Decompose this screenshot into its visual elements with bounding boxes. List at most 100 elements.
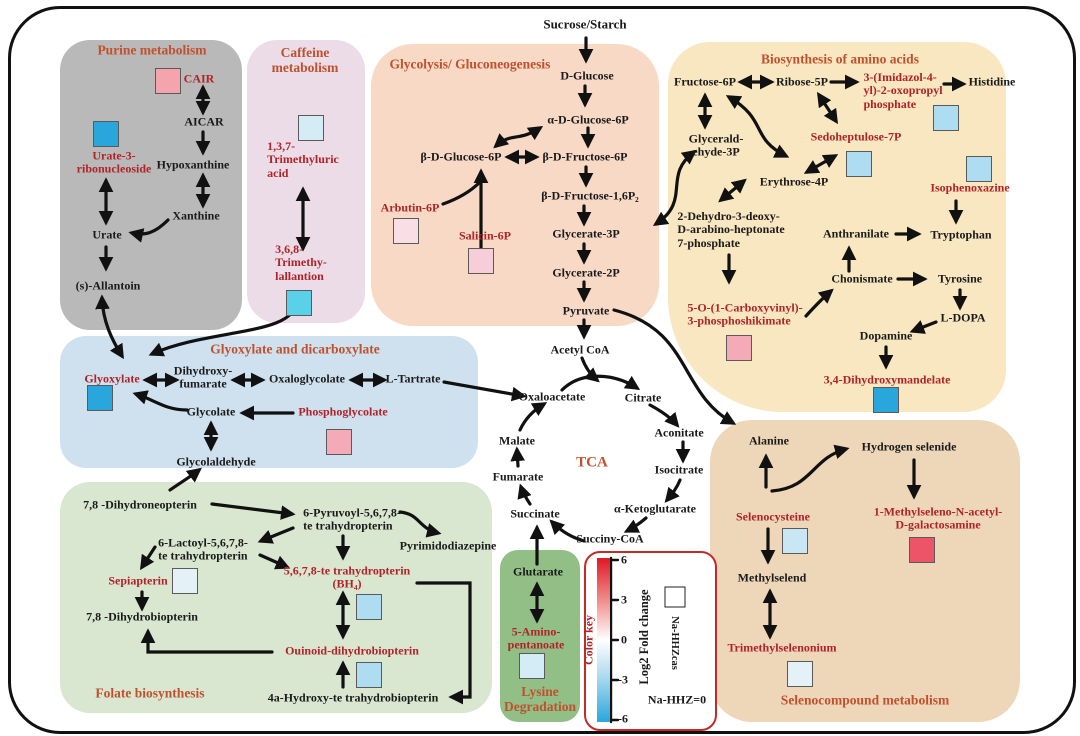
node-hydrogen-selenide: Hydrogen selenide [861, 439, 957, 454]
legend-note: Na-HHZ=0 [647, 692, 707, 707]
node-pyrimidodiazepine: Pyrimidodiazepine [399, 538, 497, 553]
node-bh4-trahydropterin: 5,6,7,8-te trahydropterin (BH₄) [283, 563, 411, 591]
salicin-6p-indicator [468, 248, 494, 274]
node-hypoxanthine: Hypoxanthine [156, 157, 230, 172]
node-sedoheptulose-7p: Sedoheptulose-7P [810, 129, 902, 144]
figure-border [8, 6, 1076, 734]
node-oxaloacetate: Oxaloacetate [518, 389, 586, 404]
legend-color-key-label: Color key [581, 614, 596, 666]
region-selenocompound-metabolism [710, 420, 1020, 722]
sedoheptulose-7p-indicator [846, 151, 872, 177]
glyoxylate-indicator [87, 385, 113, 411]
node-fructose-6p: Fructose-6P [674, 74, 736, 89]
legend-sample-indicator [664, 586, 686, 608]
cair-indicator [155, 68, 181, 94]
node-glyoxylate: Glyoxylate [84, 371, 140, 386]
selenocysteine-indicator [782, 528, 808, 554]
arbutin-6p-indicator [393, 218, 419, 244]
node-alanine: Alanine [748, 433, 790, 448]
sepiapterin-indicator [172, 568, 198, 594]
glyoxylate-title: Glyoxylate and dicarboxylate [210, 341, 380, 357]
node-trimethylallantion: 3,6,8- Trimethy- lallantion [275, 241, 327, 283]
node-sepiapterin: Sepiapterin [108, 573, 168, 588]
aminopentanoate-indicator [519, 653, 545, 679]
phosphoglycolate-indicator [326, 429, 352, 455]
node-alpha-d-glucose-6p: α-D-Glucose-6P [547, 112, 629, 127]
bh4-indicator [356, 594, 382, 620]
node-aicar: AICAR [184, 114, 224, 129]
node-hydroxy-trahydrobiopterin: 4a-Hydroxy-te trahydrobiopterin [267, 690, 439, 705]
node-erythrose-4p: Erythrose-4P [759, 174, 829, 189]
node-beta-d-glucose-6p: β-D-Glucose-6P [420, 149, 502, 164]
node-a-ketoglutarate: α-Ketoglutarate [613, 501, 697, 516]
node-pyruvoyl-trahydropterin: 6-Pyruvoyl-5,6,7,8- te trahydropterin [303, 505, 401, 533]
node-fumarate: Fumarate [492, 469, 544, 484]
node-l-dopa: L-DOPA [940, 310, 986, 325]
node-dihydroxymandelate: 3,4-Dihydroxymandelate [823, 372, 951, 387]
dihydroxymandelate-indicator [873, 387, 899, 413]
glycolysis-title: Glycolysis/ Gluconeogenesis [389, 56, 551, 72]
urate-3-ribonucleoside-indicator [93, 121, 119, 147]
node-urate-3-ribonucleoside: Urate-3- ribonucleoside [76, 148, 152, 176]
node-salicin-6p: Salicin-6P [458, 228, 512, 243]
node-tyrosine: Tyrosine [937, 271, 983, 286]
node-citrate: Citrate [624, 390, 662, 405]
node-trimethyluric-acid: 1,3,7- Trimethyluric acid [267, 138, 339, 180]
node-sucrose-starch: Sucrose/Starch [543, 16, 627, 32]
amino-title: Biosynthesis of amino acids [761, 51, 919, 67]
node-pyruvate: Pyruvate [562, 303, 610, 318]
node-glycerate-3p: Glycerate-3P [552, 226, 620, 241]
caffeine-title: Caffeine metabolism [271, 44, 339, 75]
node-l-tartrate: L-Tartrate [385, 371, 441, 386]
node-phosphoglycolate: Phosphoglycolate [298, 404, 388, 419]
node-glutarate: Glutarate [513, 564, 563, 579]
node-methylseleno-galactosamine: 1-Methylseleno-N-acetyl- D-galactosamine [873, 504, 1003, 532]
legend-tick-0: 0 [621, 632, 627, 647]
carboxyvinyl-indicator [726, 335, 752, 361]
node-selenocysteine: Selenocysteine [736, 509, 810, 524]
node-succiny-coa: Succiny-CoA [576, 531, 644, 546]
node-acetyl-coa: Acetyl CoA [550, 342, 610, 357]
lysine-title: Lysine Degradation [504, 683, 576, 714]
legend-axis-label: Log2 Fold change [637, 589, 651, 685]
node-anthranilate: Anthranilate [823, 226, 889, 241]
node-oxaloglycolate: Oxaloglycolate [269, 371, 345, 386]
node-dihydroneopterin: 7,8 -Dihydroneopterin [83, 497, 197, 512]
node-isophenoxazine: Isophenoxazine [930, 180, 1010, 195]
node-glyceraldehyde-3p: Glycerald- ehyde-3P [688, 131, 744, 159]
trimethyluric-acid-indicator [298, 115, 324, 141]
node-cair: CAIR [183, 71, 215, 86]
node-dehydro-heptonate: 2-Dehydro-3-deoxy- D-arabino-heptonate 7… [677, 208, 785, 250]
node-isocitrate: Isocitrate [654, 462, 704, 477]
ouinoid-indicator [356, 662, 382, 688]
legend-tick-neg3: -3 [618, 672, 628, 687]
seleno-title: Selenocompound metabolism [780, 692, 950, 708]
color-key-gradient-bar [597, 558, 610, 722]
node-dihydroxy-fumarate: Dihydroxy- fumarate [173, 363, 233, 391]
node-dihydrobiopterin: 7,8 -Dihydrobiopterin [86, 609, 198, 624]
node-urate: Urate [92, 227, 122, 242]
node-aconitate: Aconitate [654, 425, 704, 440]
node-histidine: Histidine [968, 74, 1016, 89]
node-s-allantoin: (s)-Allantoin [75, 278, 141, 293]
node-methylselend: Methylselend [737, 570, 807, 585]
region-glyoxylate-dicarboxylate [60, 336, 478, 468]
node-glycolate: Glycolate [186, 404, 236, 419]
node-tryptophan: Tryptophan [930, 227, 992, 242]
node-xanthine: Xanthine [172, 208, 220, 223]
node-ribose-5p: Ribose-5P [776, 74, 828, 89]
folate-title: Folate biosynthesis [95, 685, 205, 701]
node-lactoyl-trahydropterin: 6-Lactoyl-5,6,7,8- te trahydropterin [158, 535, 248, 563]
region-caffeine-metabolism [247, 40, 365, 323]
node-beta-d-fructose-6p: β-D-Fructose-6P [542, 149, 628, 164]
node-beta-d-fructose-16p2: β-D-Fructose-1,6P₂ [541, 188, 639, 203]
region-lysine-degradation [500, 550, 580, 722]
region-purine-metabolism [60, 40, 242, 330]
node-aminopentanoate: 5-Amino- pentanoate [507, 624, 565, 652]
methylseleno-galactosamine-indicator [909, 537, 935, 563]
node-ouinoid-dihydrobiopterin: Ouinoid-dihydrobiopterin [285, 643, 419, 658]
node-glycolaldehyde: Glycolaldehyde [176, 454, 256, 469]
legend-tick-6: 6 [621, 552, 627, 567]
